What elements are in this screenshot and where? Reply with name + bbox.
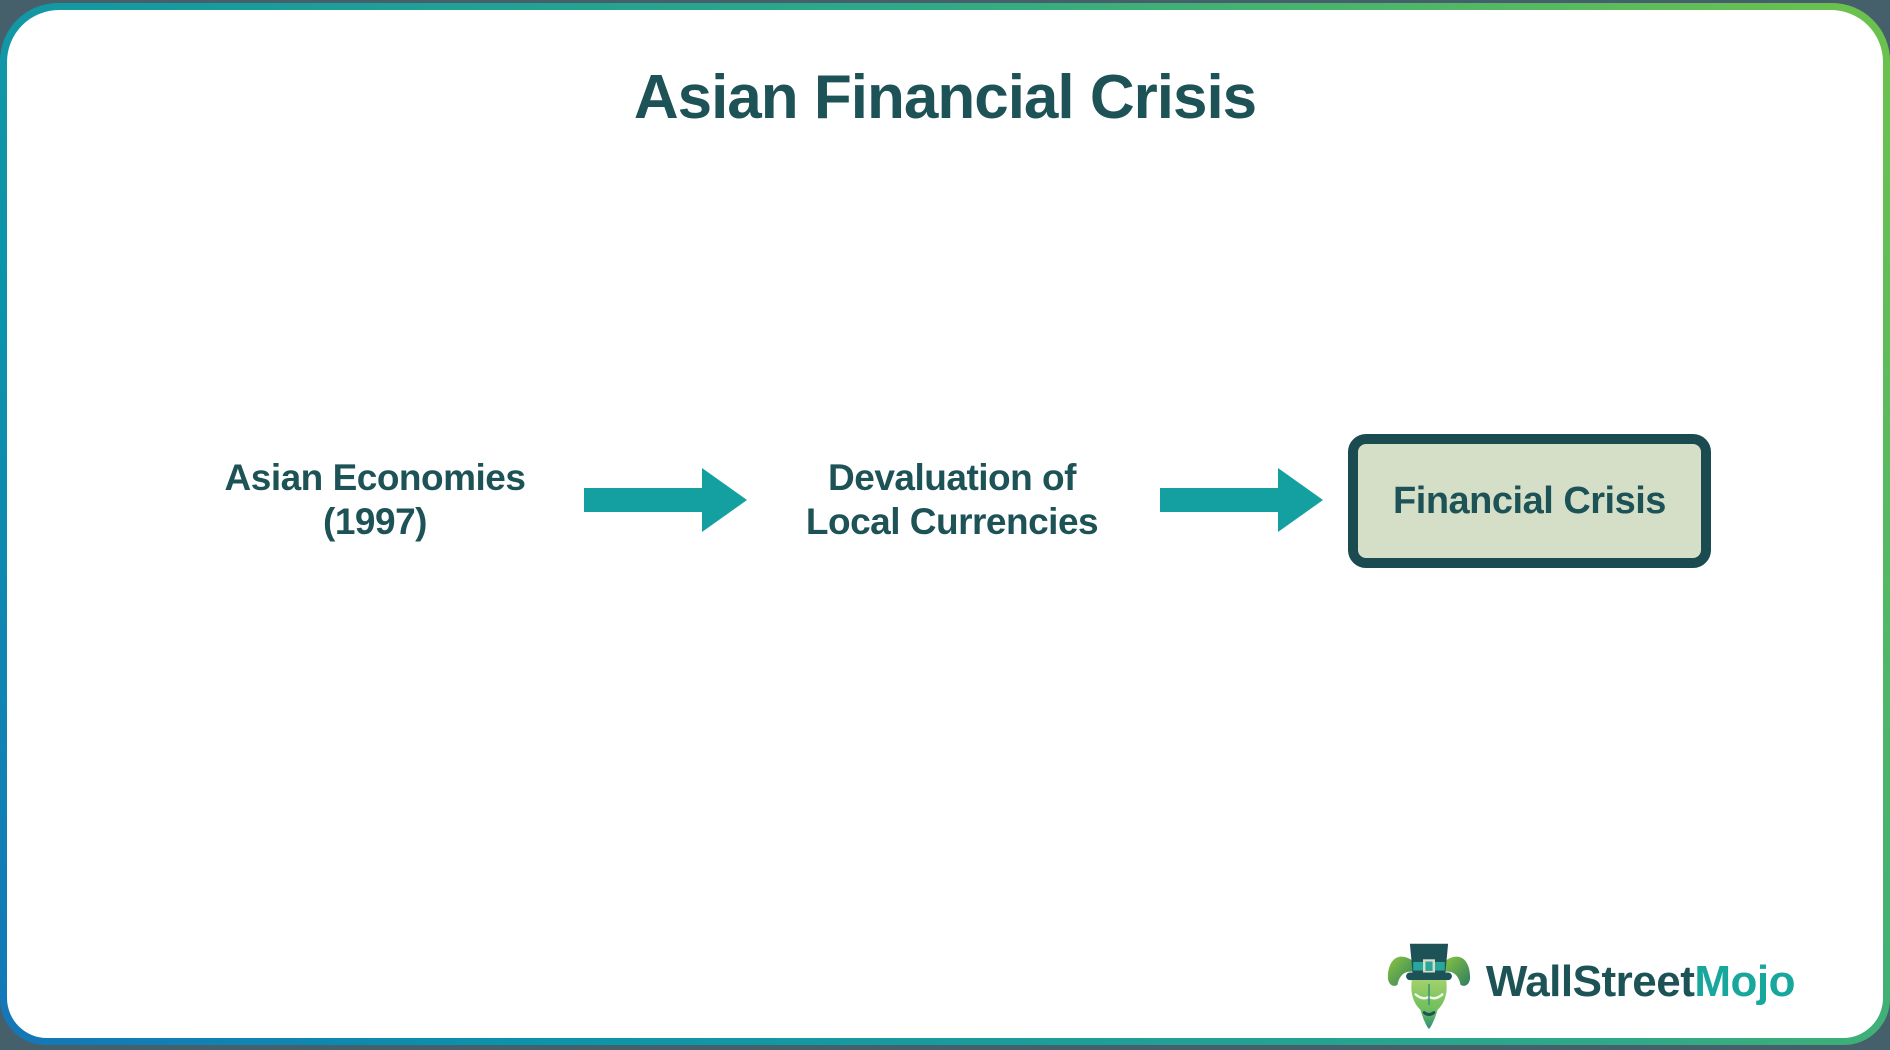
wallstreetmojo-wordmark: WallStreetMojo <box>1485 957 1796 1007</box>
wallstreetmojo-bull-icon <box>1387 943 1470 1029</box>
wordmark-mojo: Mojo <box>1694 957 1795 1006</box>
right-arrow-icon <box>584 468 747 532</box>
flow-node-asian-economies: Asian Economies (1997) <box>155 456 595 544</box>
flow-node-line: Devaluation of <box>828 457 1076 498</box>
wordmark-wallstreet: WallStreet <box>1485 957 1695 1006</box>
wallstreetmojo-logo: WallStreetMojo <box>1386 934 1795 1030</box>
infographic-card: Asian Financial Crisis Asian Economies (… <box>7 10 1883 1038</box>
page-title: Asian Financial Crisis <box>633 63 1257 132</box>
right-arrow-icon <box>1160 468 1323 532</box>
flow-node-devaluation: Devaluation of Local Currencies <box>732 456 1172 544</box>
flow-node-line: Local Currencies <box>805 501 1099 542</box>
gradient-frame: Asian Financial Crisis Asian Economies (… <box>0 3 1890 1045</box>
flow-node-line: (1997) <box>323 501 427 542</box>
result-box-financial-crisis: Financial Crisis <box>1348 434 1711 568</box>
flow-node-line: Asian Economies <box>224 457 526 498</box>
result-box-label: Financial Crisis <box>1393 479 1666 522</box>
